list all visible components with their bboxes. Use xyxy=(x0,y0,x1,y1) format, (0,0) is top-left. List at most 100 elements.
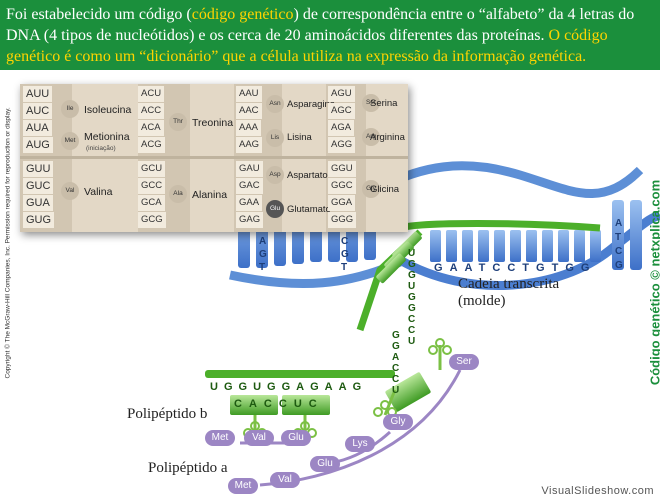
seq-letter: G xyxy=(281,381,297,393)
codon-cell: AGC xyxy=(328,103,355,119)
seq-letter: T xyxy=(522,262,537,274)
polypeptide-b-label: Polipéptido b xyxy=(127,406,208,422)
polypeptide-a-label: Polipéptido a xyxy=(148,460,228,476)
template-strand-label-line2: (molde) xyxy=(458,293,506,309)
seq-letter: G xyxy=(536,262,552,274)
banner-highlight-term: código genético xyxy=(191,6,294,23)
seq-letter: G xyxy=(408,303,416,314)
seq-letter: T xyxy=(259,262,266,273)
chain-a-bead: Ser xyxy=(449,354,479,370)
seq-letter: G xyxy=(392,330,400,341)
codon-cell: GGU xyxy=(328,161,356,177)
seq-letter: C xyxy=(492,262,508,274)
seq-letter: U xyxy=(408,281,416,292)
aa-name-arginina: Arginina xyxy=(370,132,405,143)
seq-letter: G xyxy=(310,381,325,393)
codon-cell: GGA xyxy=(328,195,356,211)
vertical-credit-label: Código genético © netxplica.com xyxy=(647,179,660,386)
seq-letter: A xyxy=(248,398,264,410)
mrna-backbone xyxy=(205,370,395,378)
codon-cell: GAU xyxy=(236,161,263,177)
template-strand-label: Cadeia transcrita (molde) xyxy=(458,276,559,310)
seq-letter: T xyxy=(615,232,622,243)
trna-stems xyxy=(243,338,452,438)
aa-badge-thr: Thr xyxy=(169,113,187,131)
anticodon-letters: CACCUC xyxy=(234,398,324,410)
codon-cell: AUG xyxy=(23,137,53,153)
codon-cell: GAC xyxy=(236,178,263,194)
chain-a-bead: Val xyxy=(270,472,300,488)
codon-cell: GUU xyxy=(23,161,54,177)
codon-cell: GCC xyxy=(138,178,166,194)
aa-badge-met: Met xyxy=(61,132,79,150)
seq-letter: G xyxy=(615,260,623,271)
aa-name-asparagina: Asparagina xyxy=(287,99,336,110)
seq-letter: C xyxy=(615,246,623,257)
aa-name-lisina: Lisina xyxy=(287,132,312,143)
codon-cell: AUA xyxy=(23,120,52,136)
trna-blocks xyxy=(230,372,431,415)
codon-cell: GUC xyxy=(23,178,54,194)
seq-letter: U xyxy=(210,381,224,393)
seq-letter: G xyxy=(408,292,416,303)
codon-cell: AUU xyxy=(23,86,53,102)
banner-text: Foi estabelecido um código (código genét… xyxy=(6,4,656,67)
codon-cell: AGG xyxy=(328,137,356,153)
header-banner: Foi estabelecido um código (código genét… xyxy=(0,0,660,70)
codon-cell: GCA xyxy=(138,195,165,211)
codon-cell: AUC xyxy=(23,103,53,119)
codon-cell: GAG xyxy=(236,212,264,228)
dna-teeth-right xyxy=(430,200,642,270)
seq-letter: U xyxy=(293,398,309,410)
seq-letter: C xyxy=(234,398,249,410)
codon-cell: GGC xyxy=(328,178,356,194)
aa-name-alanina: Alanina xyxy=(192,189,228,201)
seq-letter: U xyxy=(253,381,268,393)
seq-letter: A xyxy=(324,381,339,393)
codon-cell: AAG xyxy=(236,137,263,153)
seq-letter: C xyxy=(278,398,294,410)
aa-badge-ala: Ala xyxy=(169,185,187,203)
codon-cell: ACC xyxy=(138,103,165,119)
codon-cell: GUA xyxy=(23,195,53,211)
aa-badge-ser: Ser xyxy=(362,94,380,112)
table-divider xyxy=(20,156,408,159)
seq-letter: G xyxy=(580,262,597,274)
seq-letter: G xyxy=(392,341,400,352)
banner-highlight-sentence: O código genético é como um “dicionário”… xyxy=(6,27,608,65)
dna-strand-top xyxy=(357,161,644,204)
seq-letter: G xyxy=(223,381,239,393)
seq-letter: U xyxy=(408,336,416,347)
seq-letter: C xyxy=(408,325,416,336)
dna-sequence: GAATCCTGTGG xyxy=(434,262,596,274)
aa-name-treonina: Treonina xyxy=(192,117,234,129)
codon-cell: ACG xyxy=(138,137,165,153)
seq-letter: C xyxy=(408,314,416,325)
chain-a-bead: Met xyxy=(228,478,258,494)
seq-letter: A xyxy=(464,262,479,274)
chain-b-bead: Met xyxy=(205,430,235,446)
codon-cell: GCU xyxy=(138,161,166,177)
codon-cell: AAA xyxy=(236,120,262,136)
seq-letter: T xyxy=(551,262,566,274)
dna-strand-bottom xyxy=(397,210,660,290)
codon-cell: AAU xyxy=(236,86,262,102)
seq-letter: A xyxy=(615,218,623,229)
seq-letter: G xyxy=(408,270,416,281)
aa-badge-asp: Asp xyxy=(266,166,284,184)
seq-letter: G xyxy=(408,259,416,270)
chain-b-bead: Val xyxy=(244,430,274,446)
seq-letter: U xyxy=(408,248,416,259)
seq-letter: G xyxy=(238,381,254,393)
seq-letter: A xyxy=(392,352,400,363)
codon-cell: GGG xyxy=(328,212,357,228)
banner-text-part2: ) de correspondência entre o “alfabeto” … xyxy=(6,6,635,44)
codon-cell: ACA xyxy=(138,120,164,136)
seq-letter: T xyxy=(478,262,493,274)
chain-a-bead: Lys xyxy=(345,436,375,452)
